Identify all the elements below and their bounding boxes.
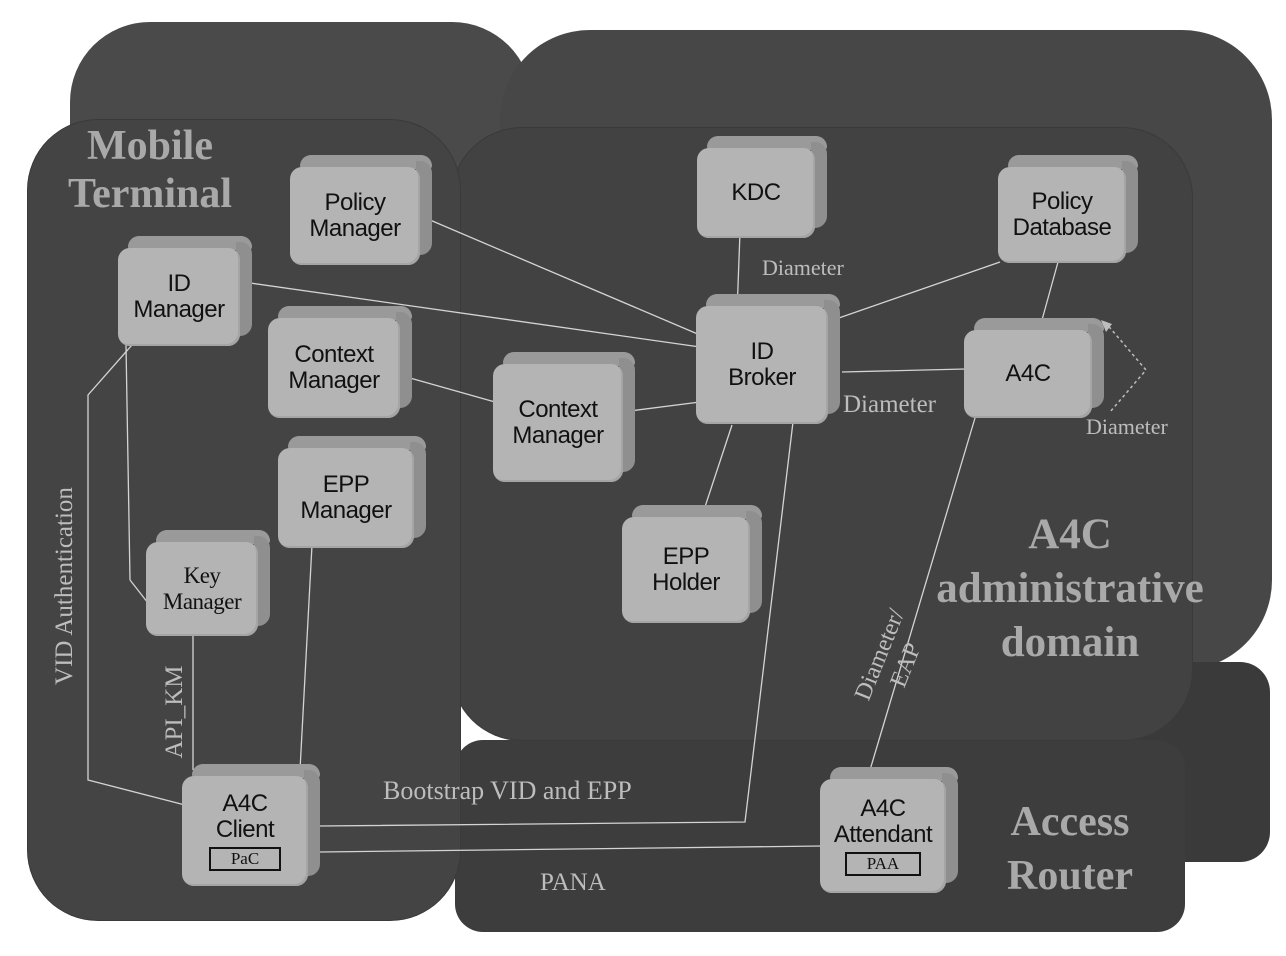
cube-side: [254, 536, 270, 626]
policy-database-label: Policy Database: [1012, 188, 1112, 241]
cube-side: [811, 142, 827, 228]
line-policy-db-a4c: [1041, 261, 1059, 321]
cube-top: [707, 136, 827, 150]
line-vid-authentication: [87, 344, 186, 806]
cube-front: EPP Manager: [278, 448, 414, 548]
cube-side: [1122, 161, 1138, 253]
mobile-terminal-title: Mobile Terminal: [67, 123, 233, 218]
line-id-broker-bootstrap: [319, 421, 794, 827]
a4c-box: A4C: [964, 318, 1104, 418]
line-a4c-loop: [1104, 321, 1147, 413]
vid-authentication-label: VID Authentication: [51, 487, 78, 685]
policy-manager-box: Policy Manager: [290, 155, 432, 265]
cube-side: [619, 358, 635, 472]
cube-front: EPP Holder: [622, 517, 750, 623]
a4c-attendant-box: A4C Attendant PAA: [820, 767, 958, 893]
a4c-client-label: A4C Client: [215, 790, 275, 843]
cube-front: ID Manager: [118, 248, 240, 346]
cube-front: KDC: [697, 148, 815, 238]
line-pana: [319, 845, 823, 853]
epp-holder-label: EPP Holder: [652, 543, 720, 596]
key-manager-label: Key Manager: [162, 563, 242, 614]
paa-box: PAA: [844, 852, 922, 876]
line-epp-manager-client: [299, 544, 313, 771]
epp-manager-label: EPP Manager: [300, 471, 392, 524]
cube-front: A4C: [964, 330, 1092, 418]
cube-top: [1008, 155, 1138, 169]
a4c-domain-title: A4C administrative domain: [936, 511, 1204, 666]
line-id-manager-key-manager: [125, 344, 131, 581]
cube-top: [632, 505, 762, 519]
cube-top: [830, 767, 958, 781]
cube-side: [1088, 324, 1104, 408]
line-policy-manager-id-broker: [429, 219, 701, 336]
cube-front: ID Broker: [696, 306, 828, 424]
cube-top: [974, 318, 1104, 332]
cube-top: [300, 155, 432, 169]
policy-manager-label: Policy Manager: [309, 189, 401, 242]
context-manager-domain-label: Context Manager: [512, 396, 604, 449]
access-router-title: Access Router: [1007, 799, 1133, 899]
a4c-client-box: A4C Client PaC: [182, 764, 320, 886]
cube-side: [236, 242, 252, 336]
cube-top: [156, 530, 270, 544]
context-manager-mt-box: Context Manager: [268, 306, 412, 418]
a4c-attendant-label: A4C Attendant: [833, 795, 933, 848]
cube-top: [128, 236, 252, 250]
line-context-manager-id-broker: [621, 401, 701, 413]
line-a4c-attendant: [869, 417, 976, 771]
id-broker-box: ID Broker: [696, 294, 840, 424]
cube-top: [288, 436, 426, 450]
api-km-label: API_KM: [161, 665, 188, 759]
cube-front: Context Manager: [268, 318, 400, 418]
kdc-box: KDC: [697, 136, 827, 238]
context-manager-mt-label: Context Manager: [288, 341, 380, 394]
cube-front: Key Manager: [146, 542, 258, 636]
cube-front: A4C Attendant PAA: [820, 779, 946, 893]
pac-box: PaC: [208, 847, 282, 871]
cube-front: Policy Manager: [290, 167, 420, 265]
cube-front: A4C Client PaC: [182, 776, 308, 886]
cube-top: [278, 306, 412, 320]
key-manager-box: Key Manager: [146, 530, 270, 636]
line-id-manager-id-broker: [249, 282, 701, 348]
epp-holder-box: EPP Holder: [622, 505, 762, 623]
pana-label: PANA: [540, 869, 606, 896]
cube-side: [746, 511, 762, 613]
cube-side: [304, 770, 320, 876]
id-broker-label: ID Broker: [728, 338, 796, 391]
line-context-managers: [409, 377, 496, 403]
kdc-label: KDC: [731, 179, 781, 206]
policy-database-box: Policy Database: [998, 155, 1138, 263]
cube-top: [706, 294, 840, 308]
line-key-manager-client: [129, 579, 149, 604]
cube-front: Policy Database: [998, 167, 1126, 263]
id-manager-label: ID Manager: [133, 270, 225, 323]
cube-top: [192, 764, 320, 778]
id-manager-box: ID Manager: [118, 236, 252, 346]
cube-front: Context Manager: [493, 364, 623, 482]
bootstrap-label: Bootstrap VID and EPP: [383, 776, 632, 805]
a4c-label: A4C: [1005, 360, 1051, 387]
cube-side: [410, 442, 426, 538]
cube-side: [416, 161, 432, 255]
context-manager-domain-box: Context Manager: [493, 352, 635, 482]
cube-side: [824, 300, 840, 414]
cube-side: [396, 312, 412, 408]
diameter-a4c-label: Diameter: [843, 391, 937, 418]
epp-manager-box: EPP Manager: [278, 436, 426, 548]
cube-side: [942, 773, 958, 883]
loop-arrow-head: [1101, 320, 1112, 332]
cube-top: [503, 352, 635, 366]
line-id-broker-a4c: [841, 368, 966, 373]
diameter-loop-label: Diameter: [1086, 414, 1168, 439]
diameter-kdc-label: Diameter: [762, 255, 844, 280]
